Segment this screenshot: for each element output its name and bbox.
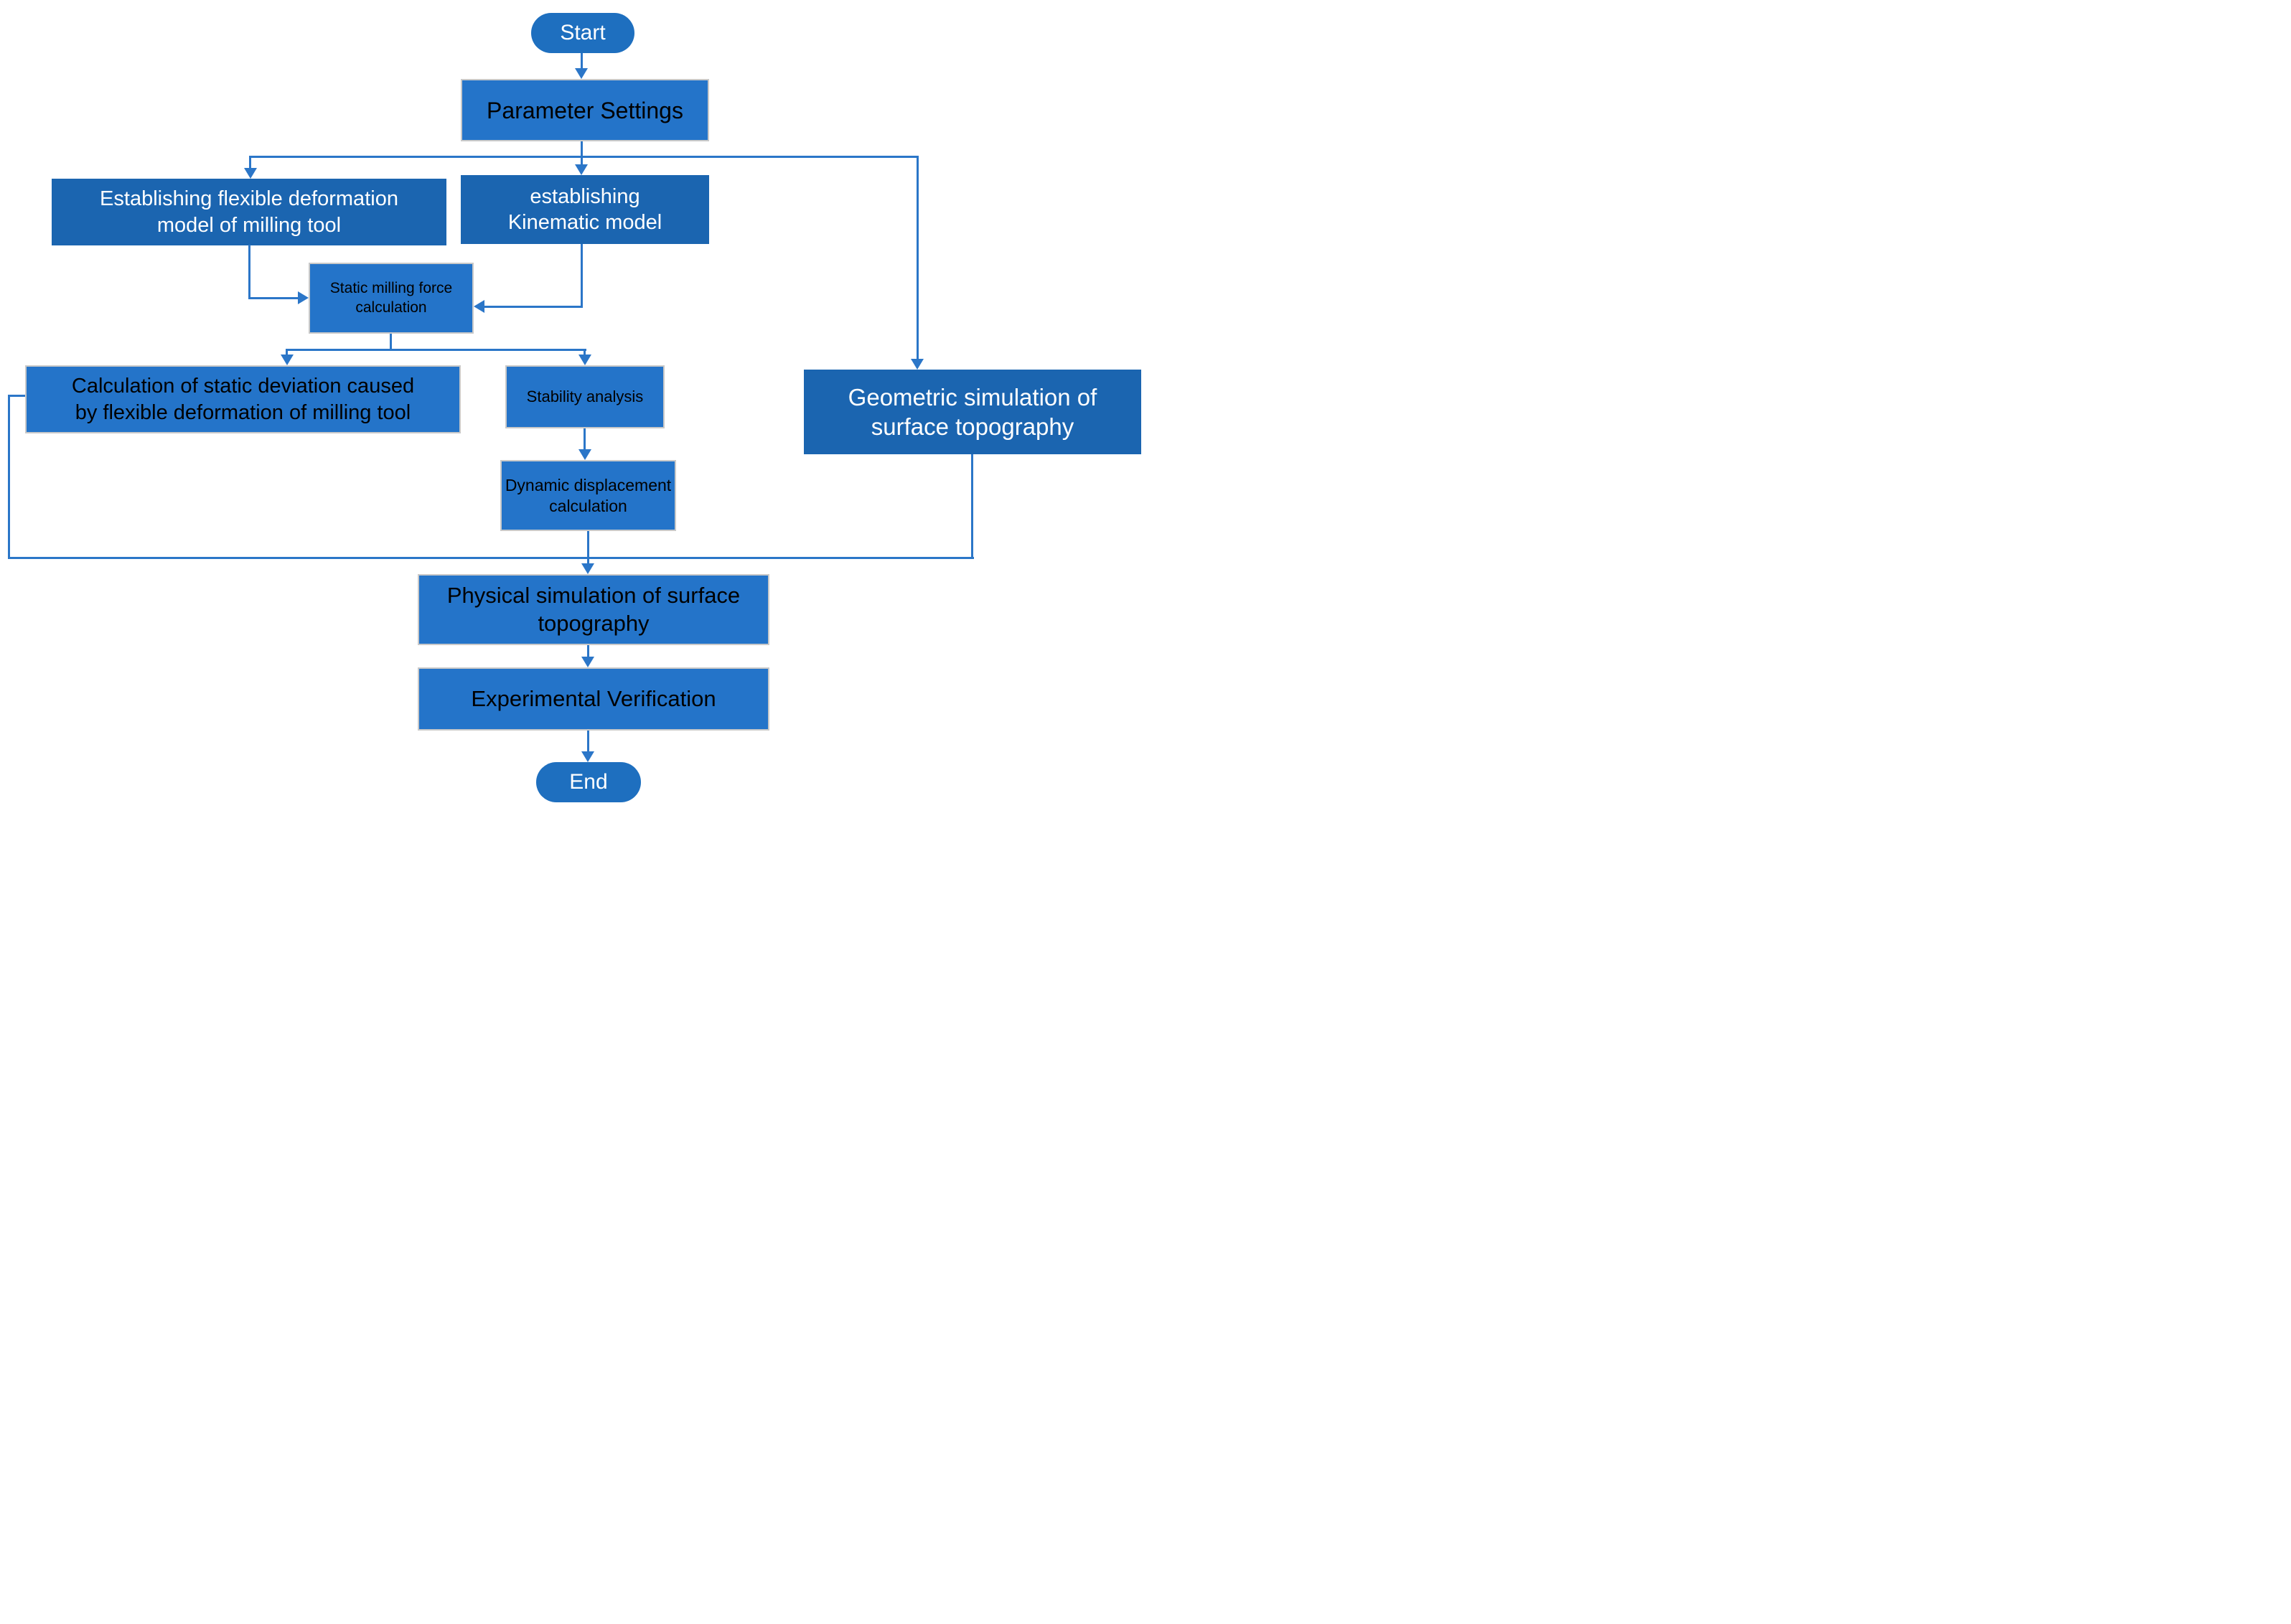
arrowhead-into-kinematic bbox=[575, 164, 588, 175]
node-parameter-settings: Parameter Settings bbox=[461, 79, 709, 141]
node-dynamic-displacement: Dynamic displacement calculation bbox=[500, 460, 676, 531]
arrowhead-into-dynamic bbox=[578, 449, 591, 460]
connector-deviation-left-stub bbox=[8, 395, 25, 397]
connector-parameters-down bbox=[581, 141, 583, 166]
connector-flexible-down bbox=[248, 245, 250, 299]
connector-static-split-bus bbox=[286, 349, 586, 351]
connector-geometric-down bbox=[971, 454, 973, 559]
connector-start-to-parameters bbox=[581, 53, 583, 70]
node-stability-analysis: Stability analysis bbox=[505, 365, 665, 428]
connector-stability-to-dynamic bbox=[584, 428, 586, 451]
connector-merge-bus bbox=[8, 557, 974, 559]
connector-static-down bbox=[390, 334, 392, 351]
connector-split-left-drop bbox=[286, 349, 288, 356]
flowchart-canvas: Start Parameter Settings Establishing fl… bbox=[0, 0, 1146, 812]
node-geometric-simulation: Geometric simulation of surface topograp… bbox=[804, 370, 1141, 454]
arrowhead-into-static-right bbox=[474, 300, 484, 313]
node-establishing-flexible-deformation: Establishing flexible deformation model … bbox=[52, 179, 446, 245]
arrowhead-into-static-left bbox=[298, 291, 309, 304]
connector-experimental-to-end bbox=[587, 731, 589, 752]
connector-kinematic-down bbox=[581, 244, 583, 308]
node-physical-simulation: Physical simulation of surface topograph… bbox=[418, 574, 769, 645]
node-start: Start bbox=[531, 13, 634, 53]
connector-flexible-elbow bbox=[248, 297, 300, 299]
connector-left-loop-vertical bbox=[8, 395, 10, 559]
connector-dynamic-to-physical bbox=[587, 531, 589, 564]
node-static-deviation-calculation: Calculation of static deviation caused b… bbox=[25, 365, 461, 433]
node-establishing-kinematic-model: establishing Kinematic model bbox=[461, 175, 709, 244]
arrowhead-into-establishing-flexible bbox=[244, 168, 257, 179]
node-experimental-verification: Experimental Verification bbox=[418, 667, 769, 731]
arrowhead-into-end bbox=[581, 751, 594, 762]
arrowhead-into-parameters bbox=[575, 68, 588, 79]
connector-physical-to-experimental bbox=[587, 645, 589, 657]
connector-branch-right-drop bbox=[917, 156, 919, 360]
arrowhead-into-geometric bbox=[911, 359, 924, 370]
arrowhead-into-static-deviation bbox=[281, 355, 294, 365]
node-end: End bbox=[536, 762, 641, 802]
arrowhead-into-stability bbox=[578, 355, 591, 365]
connector-split-right-drop bbox=[584, 349, 586, 356]
connector-branch-left-drop bbox=[249, 156, 251, 169]
connector-branch-bus bbox=[249, 156, 919, 158]
arrowhead-into-experimental bbox=[581, 657, 594, 667]
node-static-milling-force: Static milling force calculation bbox=[309, 263, 474, 334]
arrowhead-into-physical bbox=[581, 563, 594, 574]
connector-kinematic-elbow bbox=[483, 306, 583, 308]
